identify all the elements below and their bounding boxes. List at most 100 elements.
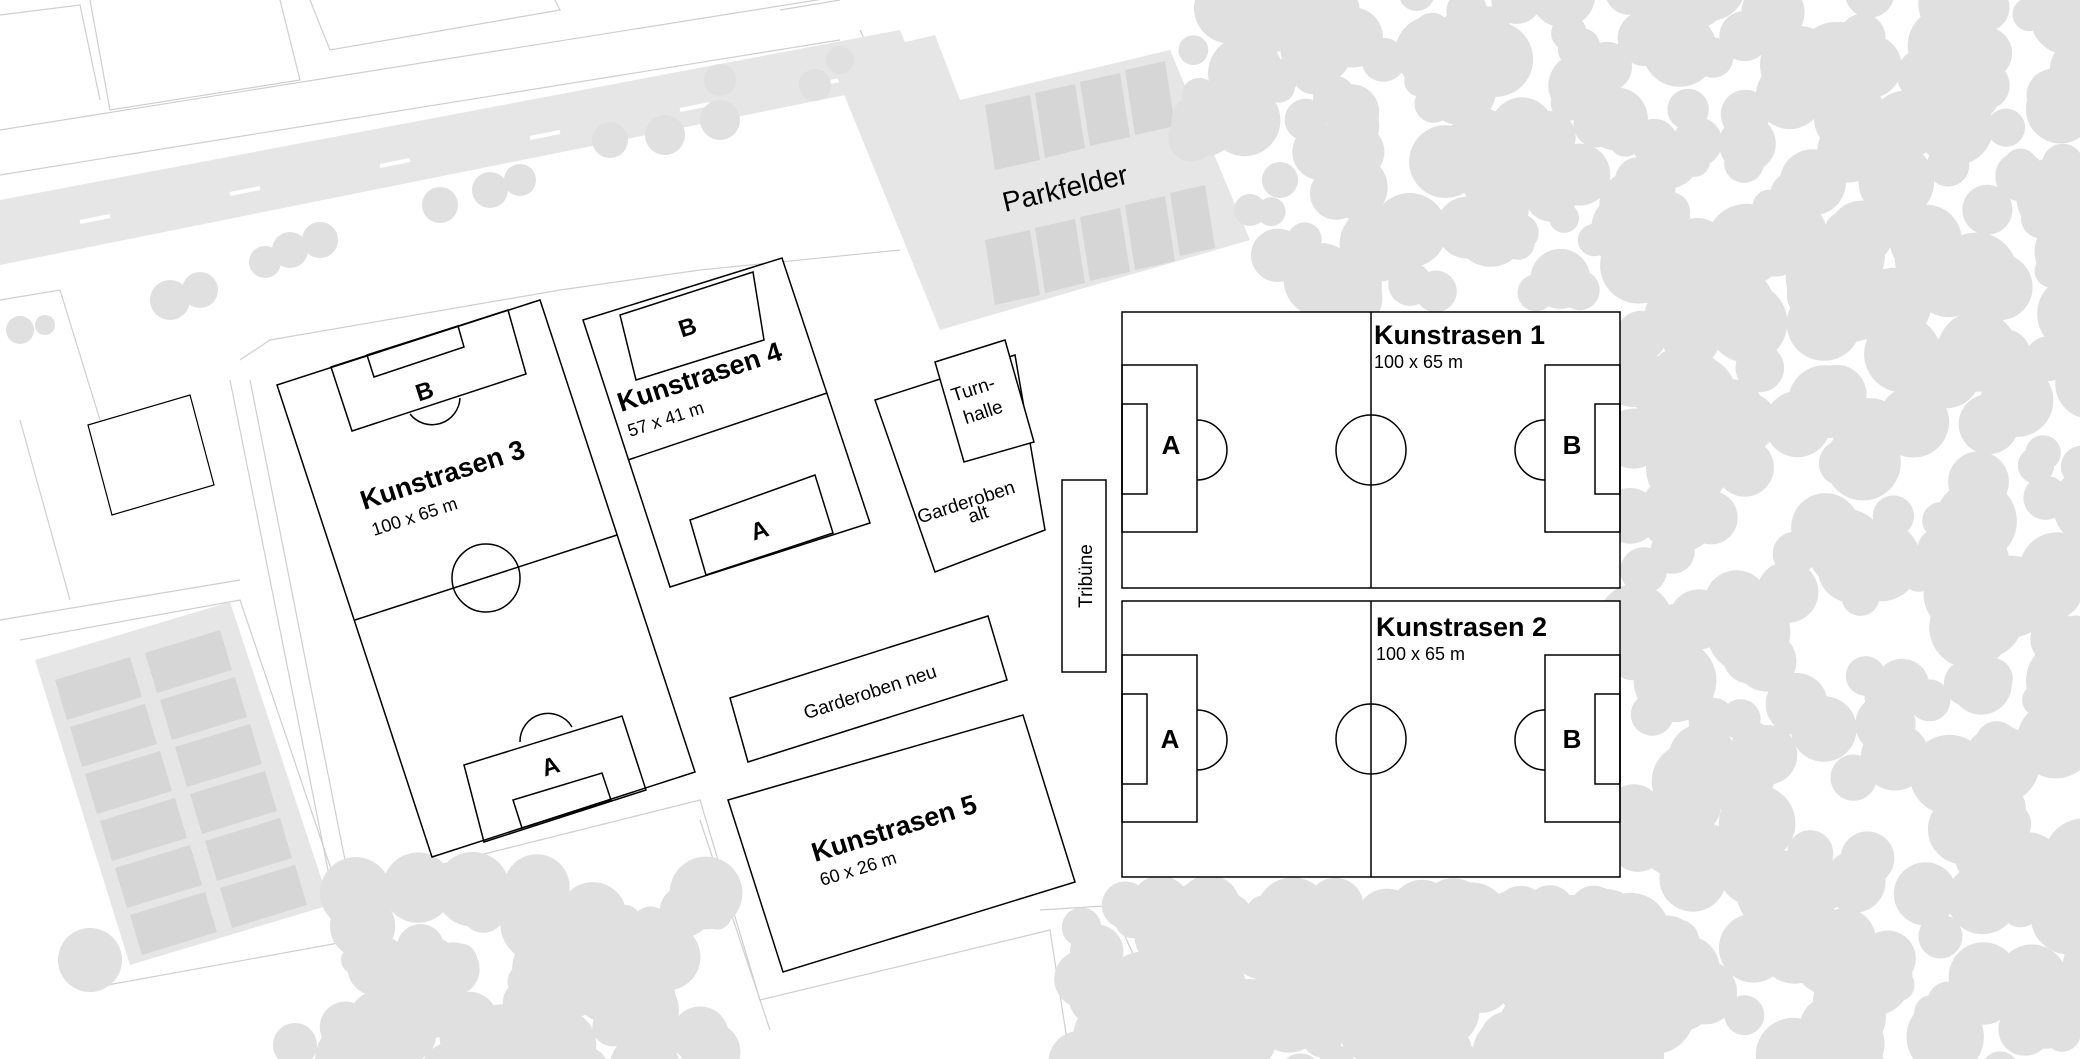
tree-icon [182, 272, 218, 308]
tree-icon [1178, 35, 1209, 65]
field-2-title: Kunstrasen 2 [1376, 612, 1547, 642]
tree-icon [704, 64, 736, 96]
tree-icon [2025, 435, 2061, 471]
tree-icon [1584, 87, 1648, 151]
parking-area-parkfelder: Parkfelder [830, 35, 1250, 330]
tree-icon [1859, 930, 1916, 987]
tree-icon [1998, 1002, 2052, 1056]
tree-icon [1437, 10, 1489, 62]
tree-icon [1845, 0, 1894, 18]
tree-icon [1823, 211, 1868, 255]
tree-icon [1322, 7, 1383, 68]
tree-icon [1624, 164, 1676, 215]
tree-icon [6, 316, 34, 344]
tree-icon [1391, 916, 1442, 967]
tree-icon [1962, 184, 2013, 235]
tree-icon [504, 164, 536, 196]
tree-icon [1319, 1045, 1354, 1059]
tree-icon [1472, 117, 1531, 175]
field-kunstrasen-1[interactable]: A B Kunstrasen 1 100 x 65 m [1121, 311, 1621, 589]
tree-icon [1855, 694, 1916, 755]
tree-icon [1108, 1056, 1125, 1059]
tree-icon [273, 1023, 317, 1059]
field-kunstrasen-2[interactable]: A B Kunstrasen 2 100 x 65 m [1121, 600, 1621, 878]
tree-icon [1286, 1053, 1315, 1059]
tree-icon [1617, 10, 1674, 67]
tree-icon [1945, 1040, 1978, 1059]
tree-icon [1129, 875, 1191, 937]
tree-icon [2030, 876, 2080, 955]
tree-icon [1668, 589, 1729, 650]
tree-icon [535, 972, 570, 1007]
tree-icon [1984, 1051, 2016, 1059]
tree-icon [1670, 940, 1716, 985]
tree-icon [1479, 905, 1523, 949]
tree-icon [1517, 274, 1555, 312]
field-kunstrasen-4[interactable]: B A Kunstrasen 4 57 x 41 m [582, 257, 871, 588]
tree-icon [1196, 963, 1233, 1001]
tree-icon [1254, 0, 1306, 52]
tree-icon [526, 904, 555, 934]
tree-icon [1631, 118, 1678, 166]
field-kunstrasen-5[interactable]: Kunstrasen 5 60 x 26 m [727, 714, 1076, 973]
tree-icon [1279, 981, 1331, 1034]
tree-icon [1480, 1040, 1530, 1059]
tree-icon [1935, 480, 2017, 562]
tree-icon [422, 187, 458, 223]
tree-icon [426, 942, 480, 996]
tree-icon [1329, 977, 1368, 1015]
tree-icon [1677, 353, 1723, 399]
tree-icon [302, 222, 338, 258]
grandstand-label: Tribüne [1076, 544, 1097, 608]
tree-icon [799, 69, 831, 101]
tree-icon [58, 928, 122, 992]
field-2-size: 100 x 65 m [1376, 644, 1465, 664]
field-2-half-b: B [1563, 724, 1582, 754]
field-1-title: Kunstrasen 1 [1374, 320, 1545, 350]
grandstand[interactable]: Tribüne [1061, 479, 1107, 673]
tree-icon [559, 882, 627, 950]
tree-icon [1500, 213, 1539, 252]
building-old-changing[interactable]: Turn- halle Garderoben alt [874, 339, 1046, 573]
tree-icon [1969, 555, 2052, 638]
tree-icon [1752, 189, 1786, 223]
field-1-half-a: A [1162, 430, 1181, 460]
tree-icon [1732, 720, 1771, 759]
tree-icon [1764, 391, 1831, 458]
tree-icon [1817, 119, 1881, 183]
field-1-size: 100 x 65 m [1374, 352, 1463, 372]
main-road [0, 30, 920, 265]
tree-icon [1404, 65, 1436, 97]
tree-icon [520, 1004, 584, 1059]
tree-icon [2026, 639, 2080, 723]
tree-icon [1279, 917, 1314, 951]
tree-icon [341, 946, 369, 974]
tree-icon [1231, 86, 1272, 127]
tree-icon [607, 952, 667, 1012]
tree-icon [1640, 473, 1719, 553]
tree-icon [2038, 843, 2074, 879]
field-kunstrasen-3[interactable]: B A Kunstrasen 3 100 x 65 m [276, 299, 696, 858]
tree-icon [1724, 995, 1765, 1036]
tree-icon [1774, 46, 1829, 100]
tree-icon [2037, 274, 2080, 353]
tree-icon [1717, 834, 1788, 906]
tree-icon [1935, 617, 1970, 652]
tree-icon [1630, 693, 1674, 736]
tree-icon [1262, 162, 1298, 198]
tree-icon [1958, 394, 2019, 455]
tree-icon [382, 852, 454, 923]
tree-icon [700, 100, 740, 140]
tree-icon [1817, 535, 1886, 603]
tree-icon [1916, 88, 1994, 166]
tree-icon [2016, 156, 2080, 238]
tree-icon [1767, 0, 1803, 28]
tree-icon [631, 906, 670, 944]
tree-icon [1234, 194, 1266, 226]
small-building-outline [87, 394, 215, 516]
tree-icon [1437, 1030, 1472, 1059]
tree-icon [1799, 996, 1862, 1059]
tree-icon [592, 122, 628, 158]
tree-icon [1719, 10, 1770, 62]
tree-icon [1830, 754, 1877, 801]
